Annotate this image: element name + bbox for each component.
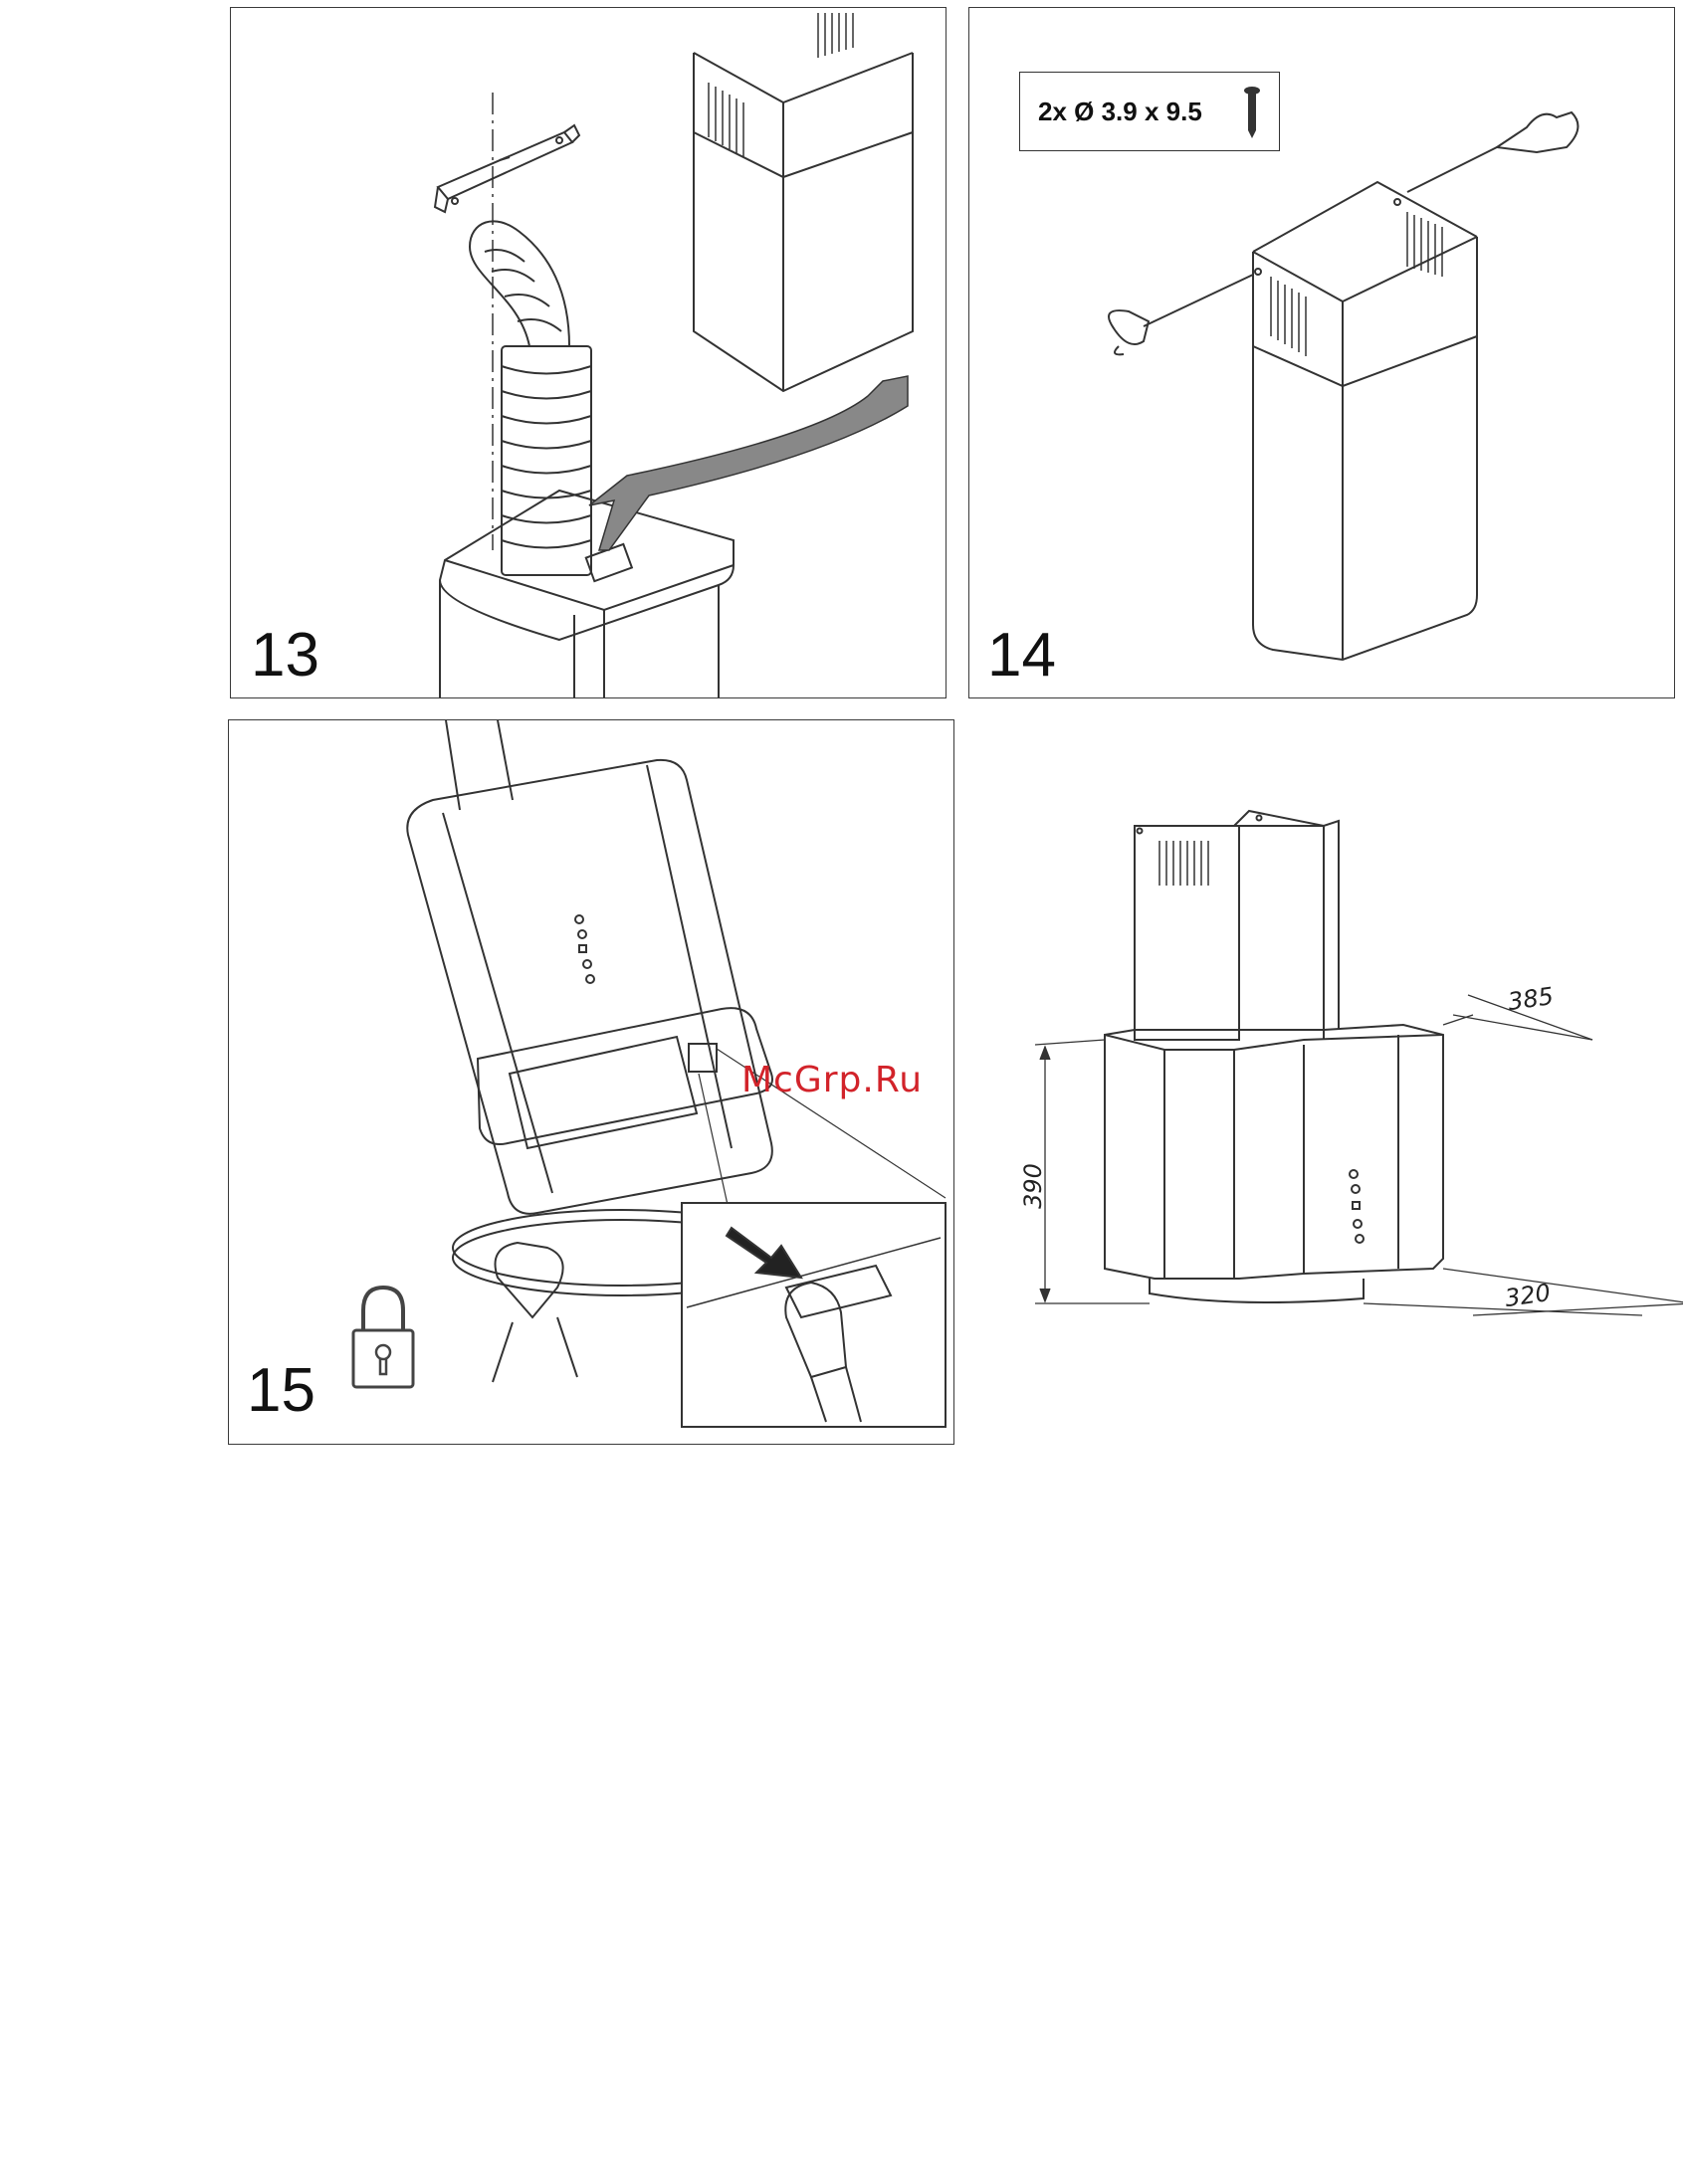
duct-icon <box>470 221 591 575</box>
step-13-panel: 13 <box>230 7 947 698</box>
watermark: McGrp.Ru <box>741 1060 923 1100</box>
dimension-drawing <box>1005 786 1683 1343</box>
step-13-illustration <box>231 8 947 698</box>
padlock-icon <box>348 1283 418 1392</box>
step-14-illustration <box>969 8 1675 698</box>
dimension-height: 390 <box>1019 1163 1047 1209</box>
hand-icon <box>493 1243 577 1382</box>
screwdriver-hand-icon <box>1109 275 1253 354</box>
bracket-icon <box>435 125 579 212</box>
screwdriver-hand-icon <box>1407 112 1578 192</box>
step-number: 15 <box>247 1360 316 1422</box>
step-number: 13 <box>251 625 319 687</box>
step-14-panel: 2x Ø 3.9 x 9.5 <box>968 7 1675 698</box>
step-number: 14 <box>987 625 1056 687</box>
